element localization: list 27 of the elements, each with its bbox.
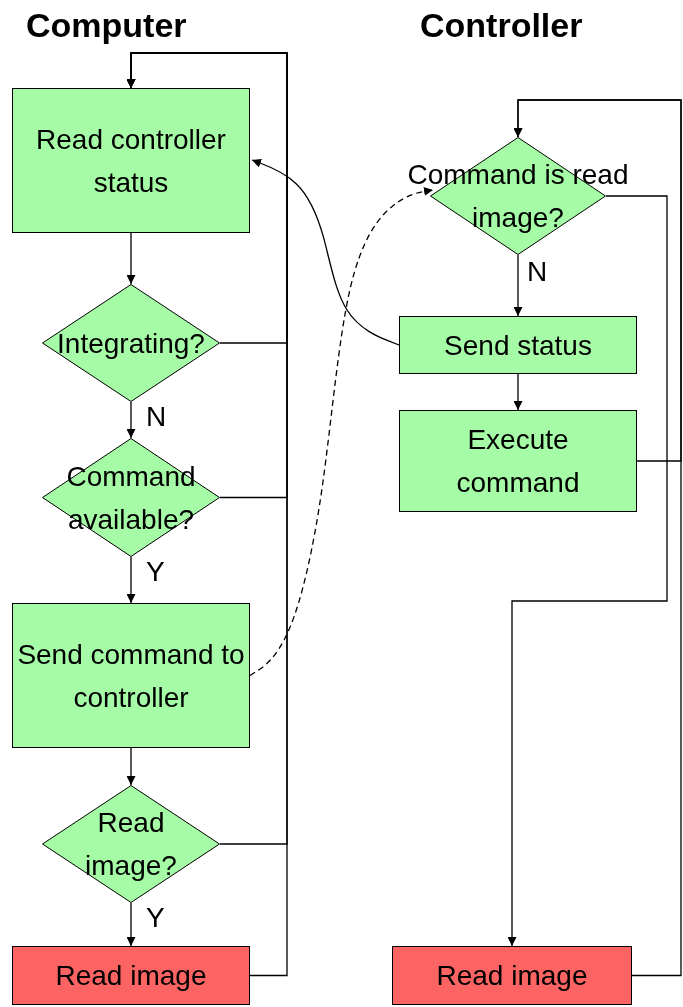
node-text: Send status [444,328,592,363]
arrow [126,232,136,285]
node-text: Read image [55,959,207,993]
process-box [399,316,637,374]
node-text: Read image [436,959,588,993]
arrow [126,902,136,947]
curved-arrow [249,186,434,677]
arrow [513,254,523,317]
arrow [513,373,523,411]
arrow [126,556,136,604]
column-heading: Computer [26,6,187,45]
process-box [12,88,250,233]
node-text: Read controller status [36,122,226,200]
arrow [126,401,136,439]
arrow [126,747,136,786]
process-box [392,946,632,1005]
node-text: Send command to controller [16,637,246,715]
node-text: Execute command [455,423,581,500]
process-box [12,603,250,748]
arrow [507,195,668,947]
node-text: Integrating? [57,326,205,361]
column-heading: Controller [420,6,583,45]
node-text: Read image? [84,806,178,883]
curved-arrow [251,158,400,346]
node-text: Command available? [65,459,197,537]
process-box [399,410,637,512]
process-box [12,946,250,1005]
